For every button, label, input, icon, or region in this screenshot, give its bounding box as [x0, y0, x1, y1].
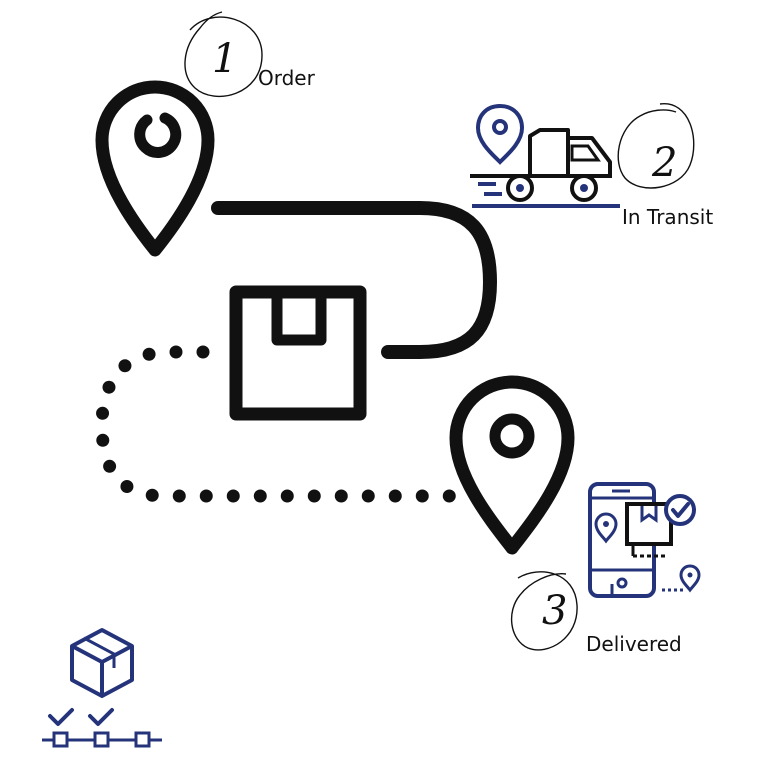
- package-progress-icon: [42, 628, 162, 748]
- step-3-number: 3: [542, 588, 567, 634]
- route-solid-line: [211, 201, 498, 359]
- step-2-badge: 2: [617, 103, 695, 189]
- delivery-truck-icon: [470, 103, 620, 208]
- step-1-badge: 1: [184, 11, 263, 97]
- map-pin-icon: [449, 375, 575, 555]
- step-1-label: Order: [258, 66, 316, 90]
- smartphone-delivery-icon: [588, 482, 701, 598]
- package-box-icon: [229, 285, 367, 421]
- step-2-label: In Transit: [622, 205, 713, 229]
- step-2-number: 2: [651, 140, 677, 186]
- map-pin-icon: [95, 80, 215, 257]
- step-1-number: 1: [212, 36, 237, 82]
- step-3-label: Delivered: [586, 632, 682, 656]
- route-dotted-line: [95, 345, 457, 503]
- step-3-badge: 3: [510, 571, 578, 651]
